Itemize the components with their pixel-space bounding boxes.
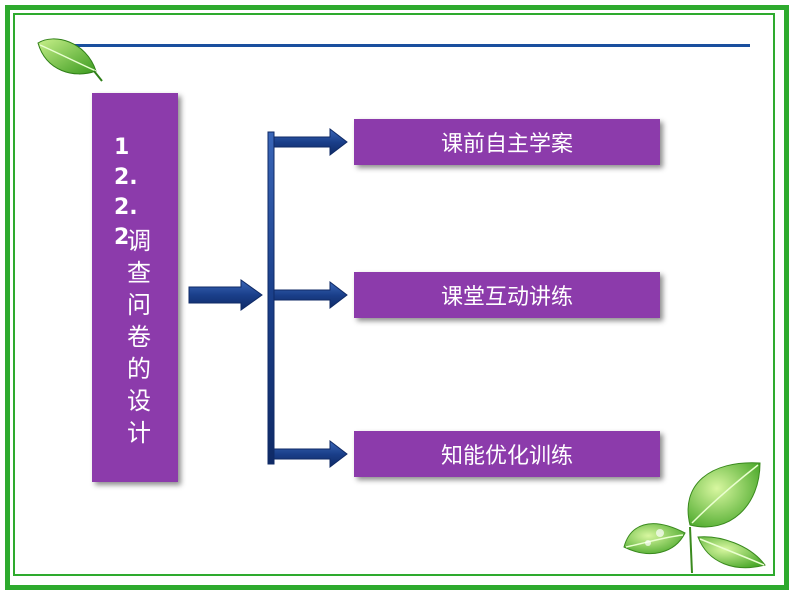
option-button-2[interactable]: 课堂互动讲练 (354, 272, 660, 318)
option-button-1[interactable]: 课前自主学案 (354, 119, 660, 165)
leaves-decoration-icon (620, 455, 770, 575)
branch-arrow-3 (274, 441, 347, 467)
main-arrow (189, 280, 262, 310)
option-label-1: 课前自主学案 (441, 126, 573, 158)
branch-arrow-2 (274, 282, 347, 308)
option-label-3: 知能优化训练 (441, 438, 573, 470)
option-label-2: 课堂互动讲练 (441, 279, 573, 311)
branch-arrow-1 (274, 129, 347, 155)
vertical-bar (268, 132, 274, 464)
option-button-3[interactable]: 知能优化训练 (354, 431, 660, 477)
